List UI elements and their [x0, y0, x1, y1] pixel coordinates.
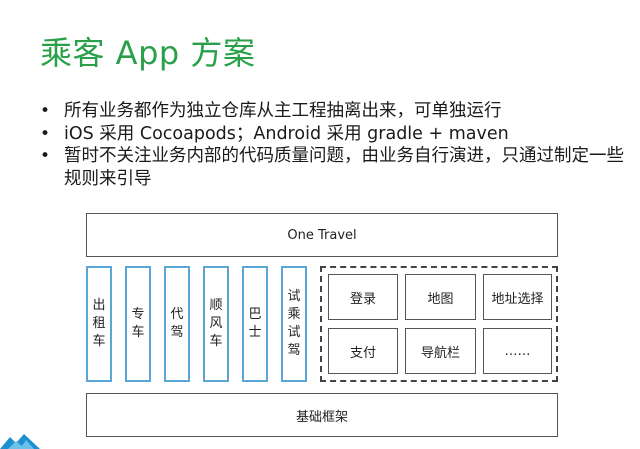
base-framework-box: 基础框架: [86, 393, 558, 437]
business-label: 巴士: [248, 307, 262, 340]
module-address-selection: 地址选择: [483, 274, 552, 320]
business-box-taxi: 出租车: [86, 266, 112, 382]
module-login: 登录: [328, 274, 398, 320]
business-label: 代驾: [170, 307, 184, 340]
business-label: 顺风车: [209, 298, 223, 349]
business-box-carpool: 顺风车: [203, 266, 229, 382]
business-label: 试乘试驾: [287, 289, 301, 358]
common-modules-container: 登录 地图 地址选择 支付 导航栏 ……: [320, 266, 558, 382]
module-more: ……: [483, 328, 552, 374]
bullet-item: 所有业务都作为独立仓库从主工程抽离出来，可单独运行: [38, 100, 628, 123]
module-payment: 支付: [328, 328, 398, 374]
slide-title: 乘客 App 方案: [40, 34, 256, 72]
bullet-item: iOS 采用 Cocoapods；Android 采用 gradle + mav…: [38, 123, 628, 146]
module-map: 地图: [405, 274, 476, 320]
business-box-test-drive: 试乘试驾: [281, 266, 307, 382]
business-label: 专车: [131, 307, 145, 340]
business-box-bus: 巴士: [242, 266, 268, 382]
business-box-premier: 专车: [125, 266, 151, 382]
bullet-list: 所有业务都作为独立仓库从主工程抽离出来，可单独运行 iOS 采用 Cocoapo…: [38, 100, 628, 190]
module-navbar: 导航栏: [405, 328, 476, 374]
mountain-logo-icon: [0, 434, 40, 449]
bullet-item: 暂时不关注业务内部的代码质量问题，由业务自行演进，只通过制定一些规则来引导: [38, 145, 628, 190]
one-travel-box: One Travel: [86, 213, 558, 257]
business-label: 出租车: [92, 298, 106, 349]
business-box-designated-driver: 代驾: [164, 266, 190, 382]
